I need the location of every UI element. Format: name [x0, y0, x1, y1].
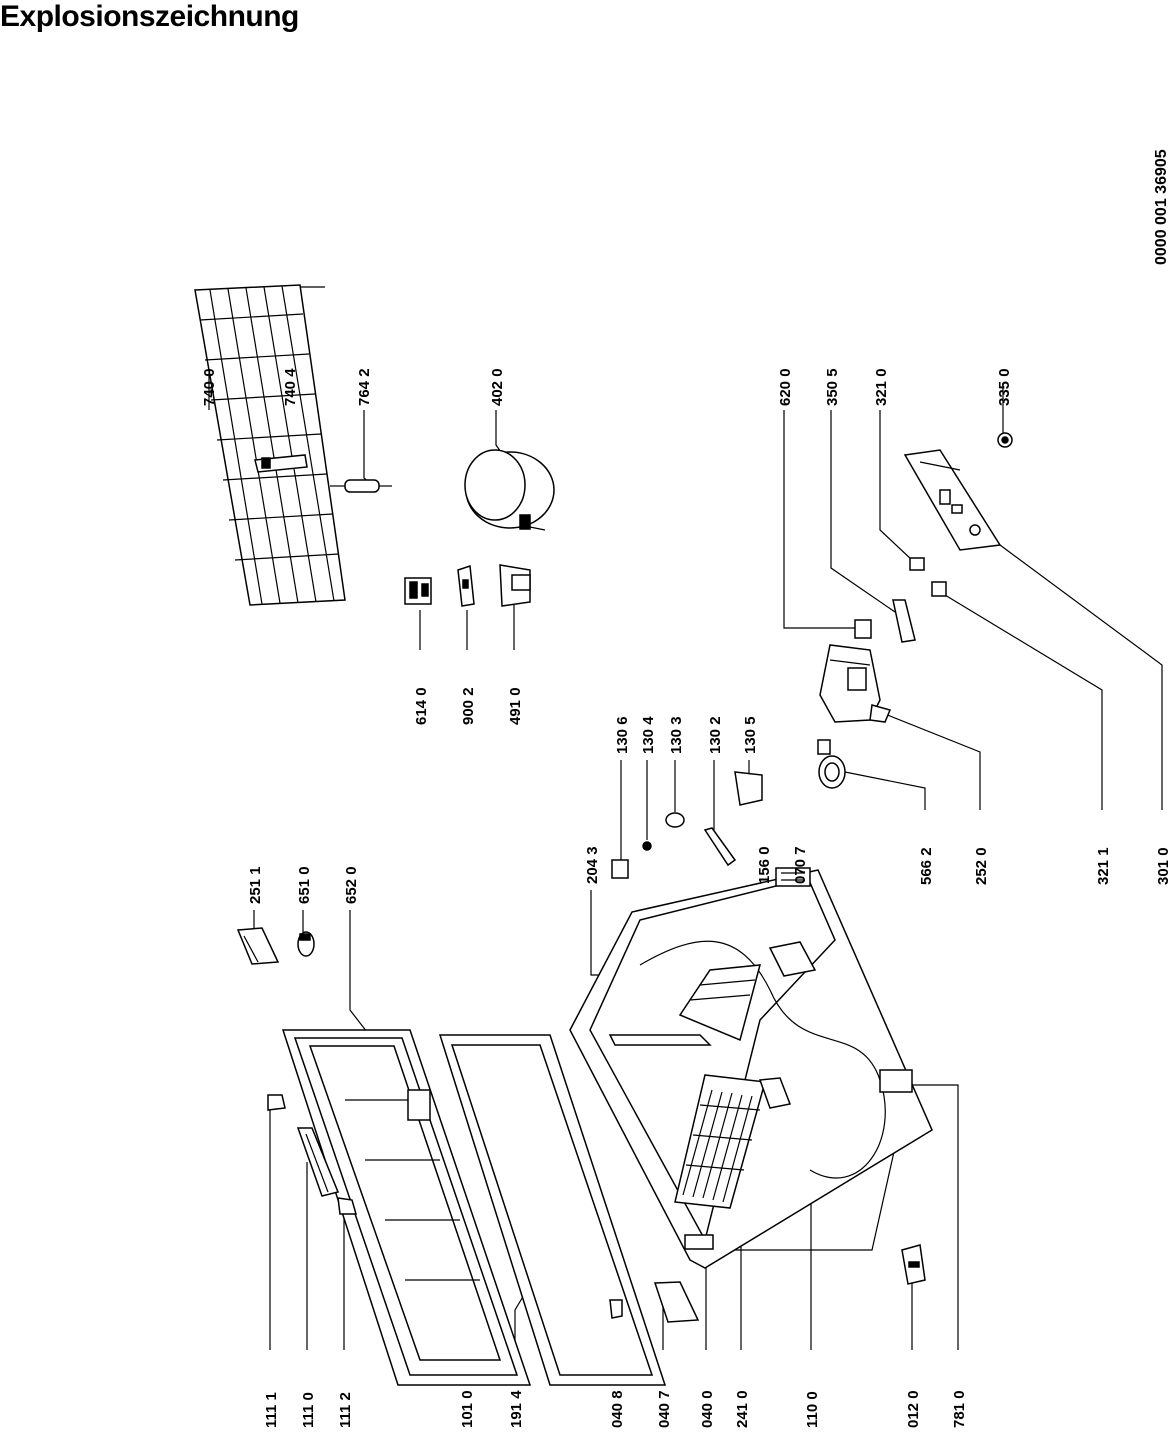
label-1110: 111 0	[300, 1392, 317, 1428]
label-1112: 111 2	[337, 1392, 354, 1428]
handle-part	[236, 927, 280, 965]
knob-part	[997, 432, 1013, 448]
hinge-small	[337, 1197, 357, 1215]
foot-cover	[653, 1281, 700, 1323]
label-2043: 204 3	[584, 846, 601, 884]
label-3505: 350 5	[824, 368, 841, 406]
page-title: Explosionszeichnung	[0, 0, 299, 33]
label-6140: 614 0	[413, 687, 430, 725]
condenser-coil	[194, 284, 346, 606]
label-1100: 110 0	[804, 1391, 821, 1428]
label-6520: 652 0	[343, 866, 360, 904]
lamp-part	[297, 931, 315, 957]
document-number-text: 0000 001 36905	[1153, 149, 1170, 265]
label-0408: 040 8	[609, 1390, 626, 1428]
label-1560: 156 0	[756, 846, 773, 884]
label-1306: 130 6	[614, 716, 631, 754]
label-1302: 130 2	[707, 716, 724, 754]
label-7404: 740 4	[282, 368, 299, 406]
label-7642: 764 2	[356, 368, 373, 406]
label-3010: 301 0	[1155, 847, 1170, 885]
label-0407: 040 7	[656, 1390, 673, 1428]
lock-part	[901, 1244, 926, 1285]
spring-part	[817, 739, 846, 789]
label-7810: 781 0	[951, 1390, 968, 1428]
label-0120: 012 0	[905, 1390, 922, 1428]
label-3211: 321 1	[1095, 847, 1112, 885]
label-1914: 191 4	[508, 1390, 525, 1428]
label-5662: 566 2	[918, 847, 935, 885]
filter-dryer	[330, 479, 392, 493]
document-number: 0000 001 36905	[1153, 149, 1170, 265]
label-0400: 040 0	[699, 1390, 716, 1428]
clip-part	[457, 564, 475, 607]
door-lid	[281, 1029, 532, 1386]
label-1010: 101 0	[459, 1390, 476, 1428]
thermostat-box	[819, 644, 892, 723]
label-1111: 111 1	[263, 1392, 280, 1428]
label-2410: 241 0	[734, 1390, 751, 1428]
part-labels: 740 0 740 4 764 2 402 0 620 0 350 5 321 …	[201, 368, 1170, 1428]
label-3350: 335 0	[996, 368, 1013, 406]
relay	[404, 577, 432, 605]
label-4020: 402 0	[489, 368, 506, 406]
foot-clip	[609, 1299, 623, 1319]
bracket-part	[254, 454, 308, 473]
label-1303: 130 3	[668, 716, 685, 754]
label-0707: 070 7	[792, 846, 809, 884]
label-4910: 491 0	[507, 687, 524, 725]
label-9002: 900 2	[460, 687, 477, 725]
small-parts-130	[611, 771, 763, 879]
label-6200: 620 0	[777, 368, 794, 406]
label-6510: 651 0	[296, 866, 313, 904]
switch-parts	[854, 557, 947, 643]
cabinet-body	[569, 867, 933, 1269]
door-gasket	[438, 1034, 667, 1386]
label-2520: 252 0	[973, 847, 990, 885]
hinge-bar	[296, 1127, 340, 1197]
label-2511: 251 1	[247, 866, 264, 904]
cover-part	[499, 564, 531, 607]
label-1304: 130 4	[640, 716, 657, 754]
label-1305: 130 5	[742, 716, 759, 754]
hinge-part	[267, 1094, 286, 1111]
label-7400: 740 0	[201, 368, 218, 406]
label-3210: 321 0	[873, 368, 890, 406]
compressor	[464, 449, 555, 531]
control-panel	[903, 449, 1002, 551]
